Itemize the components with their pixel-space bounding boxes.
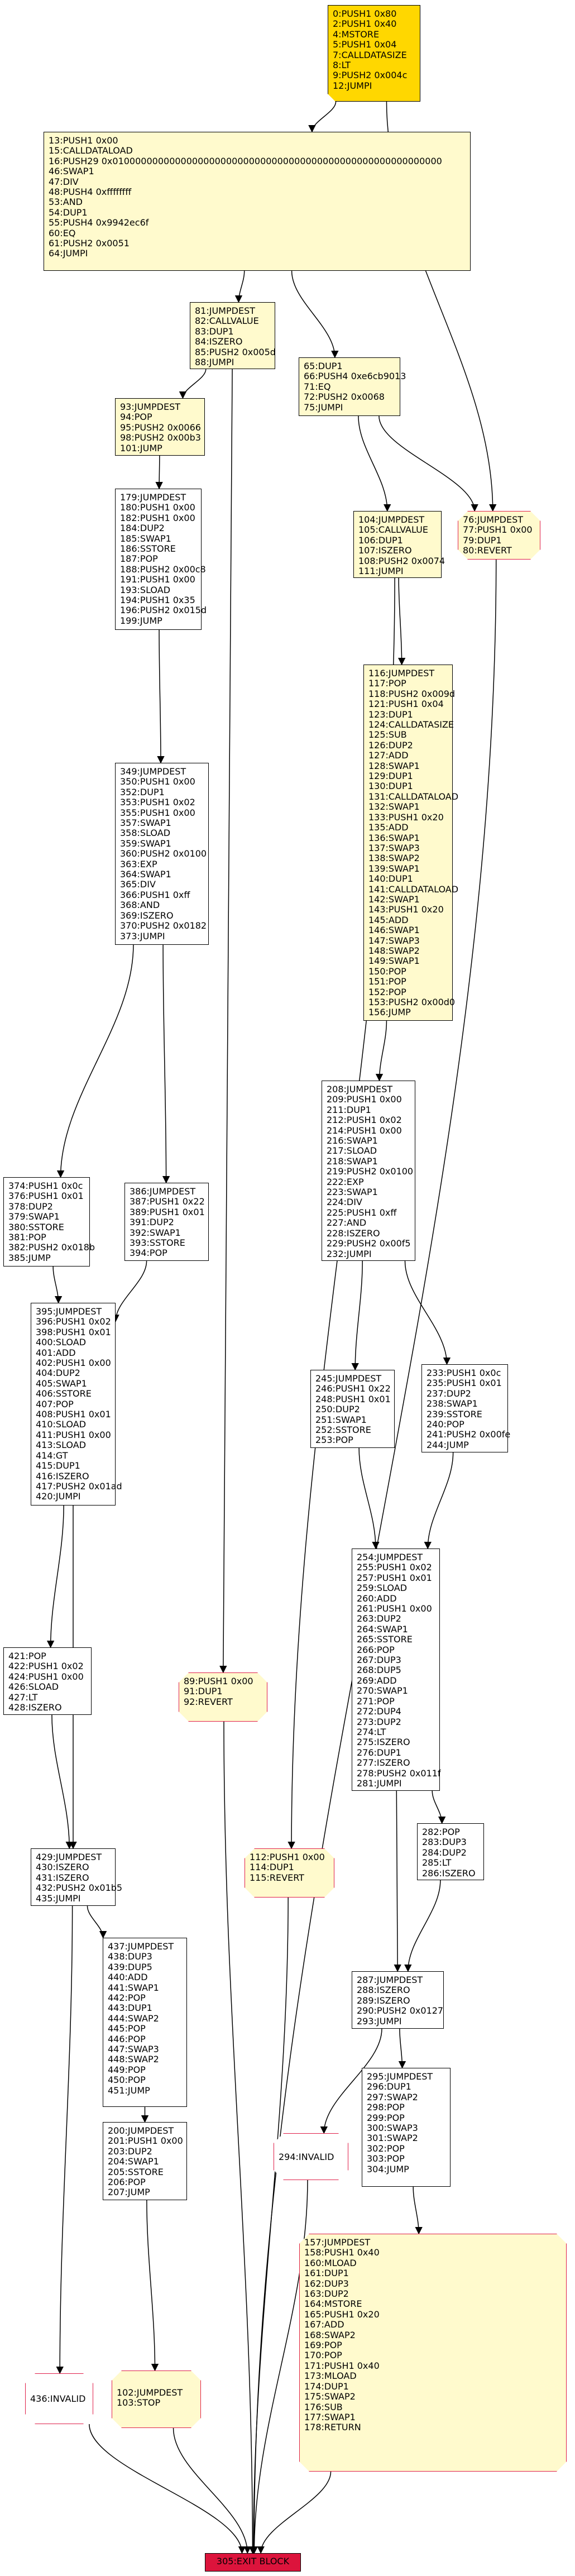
edge-n81-n93 [179,369,207,399]
edge-n65-n104 [358,415,391,512]
edge-n13-n65 [291,270,339,359]
block-112: 112:PUSH1 0x00 114:DUP1 115:REVERT [245,1848,334,1898]
block-421: 421:POP 422:PUSH1 0x02 424:PUSH1 0x00 42… [3,1647,92,1715]
edge-n421-n429 [51,1714,73,1849]
edge-n104-n116 [397,577,406,666]
block-157: 157:JUMPDEST 158:PUSH1 0x40 160:MLOAD 16… [299,2234,567,2472]
block-233: 233:PUSH1 0x0c 235:PUSH1 0x01 237:DUP2 2… [421,1364,510,1452]
block-294: 294:INVALID [274,2133,348,2180]
edge-n386-n395 [112,1260,147,1322]
edge-n395-n421 [46,1505,64,1648]
edge-n81-n89 [219,369,233,1674]
block-436: 436:INVALID [25,2373,93,2424]
block-386: 386:JUMPDEST 387:PUSH1 0x22 389:PUSH1 0x… [124,1183,209,1261]
edge-n179-n349 [157,629,165,764]
block-104: 104:JUMPDEST 105:CALLVALUE 106:DUP1 107:… [353,511,445,578]
edge-n282-n287 [404,1880,441,1972]
block-208: 208:JUMPDEST 209:PUSH1 0x00 211:DUP1 212… [322,1081,415,1261]
edge-n93-n179 [155,455,163,490]
block-81: 81:JUMPDEST 82:CALLVALUE 83:DUP1 84:ISZE… [190,302,276,369]
block-429: 429:JUMPDEST 430:ISZERO 431:ISZERO 432:P… [31,1848,122,1906]
edge-n349-n386 [162,944,170,1184]
edge-n200-n102 [146,2200,159,2372]
edge-n208-n245 [351,1260,363,1371]
edge-n116-n208 [375,1020,387,1082]
edge-n245-n254 [358,1447,380,1550]
edge-n287-n295 [398,2028,406,2069]
block-245: 245:JUMPDEST 246:PUSH1 0x22 248:PUSH1 0x… [310,1370,395,1448]
block-295: 295:JUMPDEST 296:DUP1 297:SWAP2 298:POP … [362,2068,451,2187]
edge-n429-n436 [56,1905,73,2374]
block-0: 0:PUSH1 0x80 2:PUSH1 0x40 4:MSTORE 5:PUS… [328,5,420,102]
edge-n254-n287 [394,1790,401,1972]
block-93: 93:JUMPDEST 94:POP 95:PUSH2 0x0066 98:PU… [115,398,205,456]
block-179: 179:JUMPDEST 180:PUSH1 0x00 182:PUSH1 0x… [115,489,207,630]
edge-n208-n233 [404,1260,451,1365]
edge-n349-n374 [56,944,134,1178]
block-374: 374:PUSH1 0x0c 376:PUSH1 0x01 378:DUP2 3… [3,1177,95,1267]
block-102: 102:JUMPDEST 103:STOP [112,2371,201,2428]
edge-n112-n305 [250,1897,289,2554]
block-349: 349:JUMPDEST 350:PUSH1 0x00 352:DUP1 353… [115,763,209,945]
block-116: 116:JUMPDEST 117:POP 118:PUSH2 0x009d 12… [363,665,458,1021]
edge-n254-n282 [432,1790,446,1824]
edge-n65-n76 [378,415,478,512]
block-89: 89:PUSH1 0x00 91:DUP1 92:REVERT [179,1672,267,1722]
edge-n13-n81 [234,270,245,303]
edge-n233-n254 [424,1452,454,1550]
edge-n157-n305 [257,2471,332,2554]
block-305-exit: 305:EXIT BLOCK [205,2553,301,2572]
edge-n436-n305 [89,2424,246,2554]
block-254: 254:JUMPDEST 255:PUSH1 0x02 257:PUSH1 0x… [352,1549,441,1791]
block-76: 76:JUMPDEST 77:PUSH1 0x00 79:DUP1 80:REV… [458,511,540,560]
block-395: 395:JUMPDEST 396:PUSH1 0x02 398:PUSH1 0x… [31,1303,122,1506]
block-282: 282:POP 283:DUP3 284:DUP2 285:LT 286:ISZ… [417,1823,484,1880]
edge-n0-n13 [308,101,337,133]
edge-n295-n157 [413,2186,423,2235]
edge-n374-n395 [52,1266,63,1304]
block-437: 437:JUMPDEST 438:DUP3 439:DUP5 440:ADD 4… [103,1938,187,2107]
edge-n429-n437 [87,1905,107,1939]
block-65: 65:DUP1 66:PUSH4 0xe6cb9013 71:EQ 72:PUS… [299,357,406,416]
block-13: 13:PUSH1 0x00 15:CALLDATALOAD 16:PUSH29 … [44,132,471,271]
edge-n89-n305 [223,1721,257,2554]
edge-n102-n305 [172,2427,251,2554]
block-287: 287:JUMPDEST 288:ISZERO 289:ISZERO 290:P… [352,1971,444,2029]
block-200: 200:JUMPDEST 201:PUSH1 0x00 203:DUP2 204… [103,2122,187,2200]
